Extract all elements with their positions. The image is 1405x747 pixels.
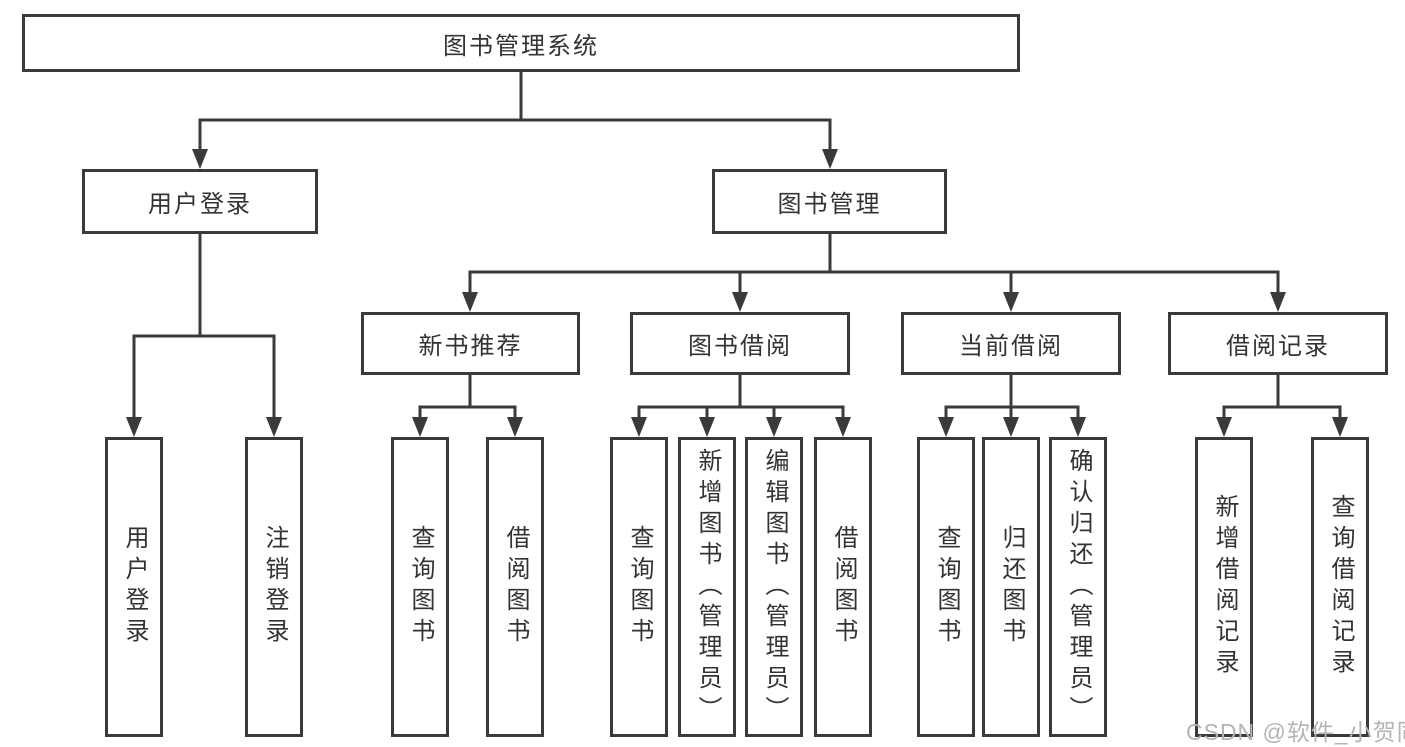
node-label: 当前借阅 [959,333,1063,360]
leaf-query-books-recommend: 查询图书 [391,437,449,737]
node-book-management: 图书管理 [712,169,947,234]
node-label: 图书借阅 [688,333,792,360]
node-label: 借阅图书 [502,525,529,649]
node-label: 归还图书 [998,525,1025,649]
node-label: 注销登录 [261,525,288,649]
csdn-watermark: CSDN @软件_小贺同学 [1186,719,1405,745]
node-label: 查询图书 [407,525,434,649]
node-label: 查询图书 [933,525,960,649]
leaf-query-books-borrow: 查询图书 [610,437,668,737]
node-borrow-records: 借阅记录 [1168,312,1388,375]
leaf-confirm-return-admin: 确认归还（管理员） [1049,437,1107,737]
edges-current-borrow-to-children [938,375,1086,437]
node-label: 图书管理系统 [443,32,599,60]
edges-book-borrow-to-children [631,375,851,437]
node-label: 编辑图书（管理员） [761,447,788,727]
node-library-management-system: 图书管理系统 [22,14,1020,72]
edges-root-to-level2 [192,72,838,169]
node-label: 图书管理 [777,191,882,218]
edges-new-book-recommend-to-children [412,375,523,437]
leaf-return-book: 归还图书 [982,437,1040,737]
node-current-borrow: 当前借阅 [901,312,1121,375]
node-label: 新增借阅记录 [1211,494,1238,680]
node-label: 新增图书（管理员） [694,447,721,727]
node-label: 查询图书 [626,525,653,649]
node-book-borrow: 图书借阅 [630,312,850,375]
leaf-logout-login: 注销登录 [245,437,303,737]
edges-book-management-to-children [462,234,1286,312]
node-label: 用户登录 [148,191,252,218]
node-label: 借阅图书 [830,525,857,649]
edges-borrow-records-to-children [1216,375,1348,437]
node-label: 借阅记录 [1226,333,1330,360]
leaf-edit-book-admin: 编辑图书（管理员） [745,437,803,737]
node-label: 确认归还（管理员） [1065,447,1092,727]
leaf-borrow-books-recommend: 借阅图书 [486,437,544,737]
leaf-add-borrow-record: 新增借阅记录 [1195,437,1253,737]
leaf-add-book-admin: 新增图书（管理员） [678,437,736,737]
node-label: 新书推荐 [418,333,523,360]
leaf-borrow-books-borrow: 借阅图书 [814,437,872,737]
node-label: 用户登录 [121,525,148,649]
node-new-book-recommend: 新书推荐 [361,312,580,375]
edges-user-login-to-children [126,233,282,437]
leaf-query-borrow-record: 查询借阅记录 [1311,437,1369,737]
leaf-query-books-current: 查询图书 [917,437,975,737]
leaf-user-login: 用户登录 [105,437,163,737]
node-label: 查询借阅记录 [1327,494,1354,680]
node-user-login: 用户登录 [82,169,318,234]
